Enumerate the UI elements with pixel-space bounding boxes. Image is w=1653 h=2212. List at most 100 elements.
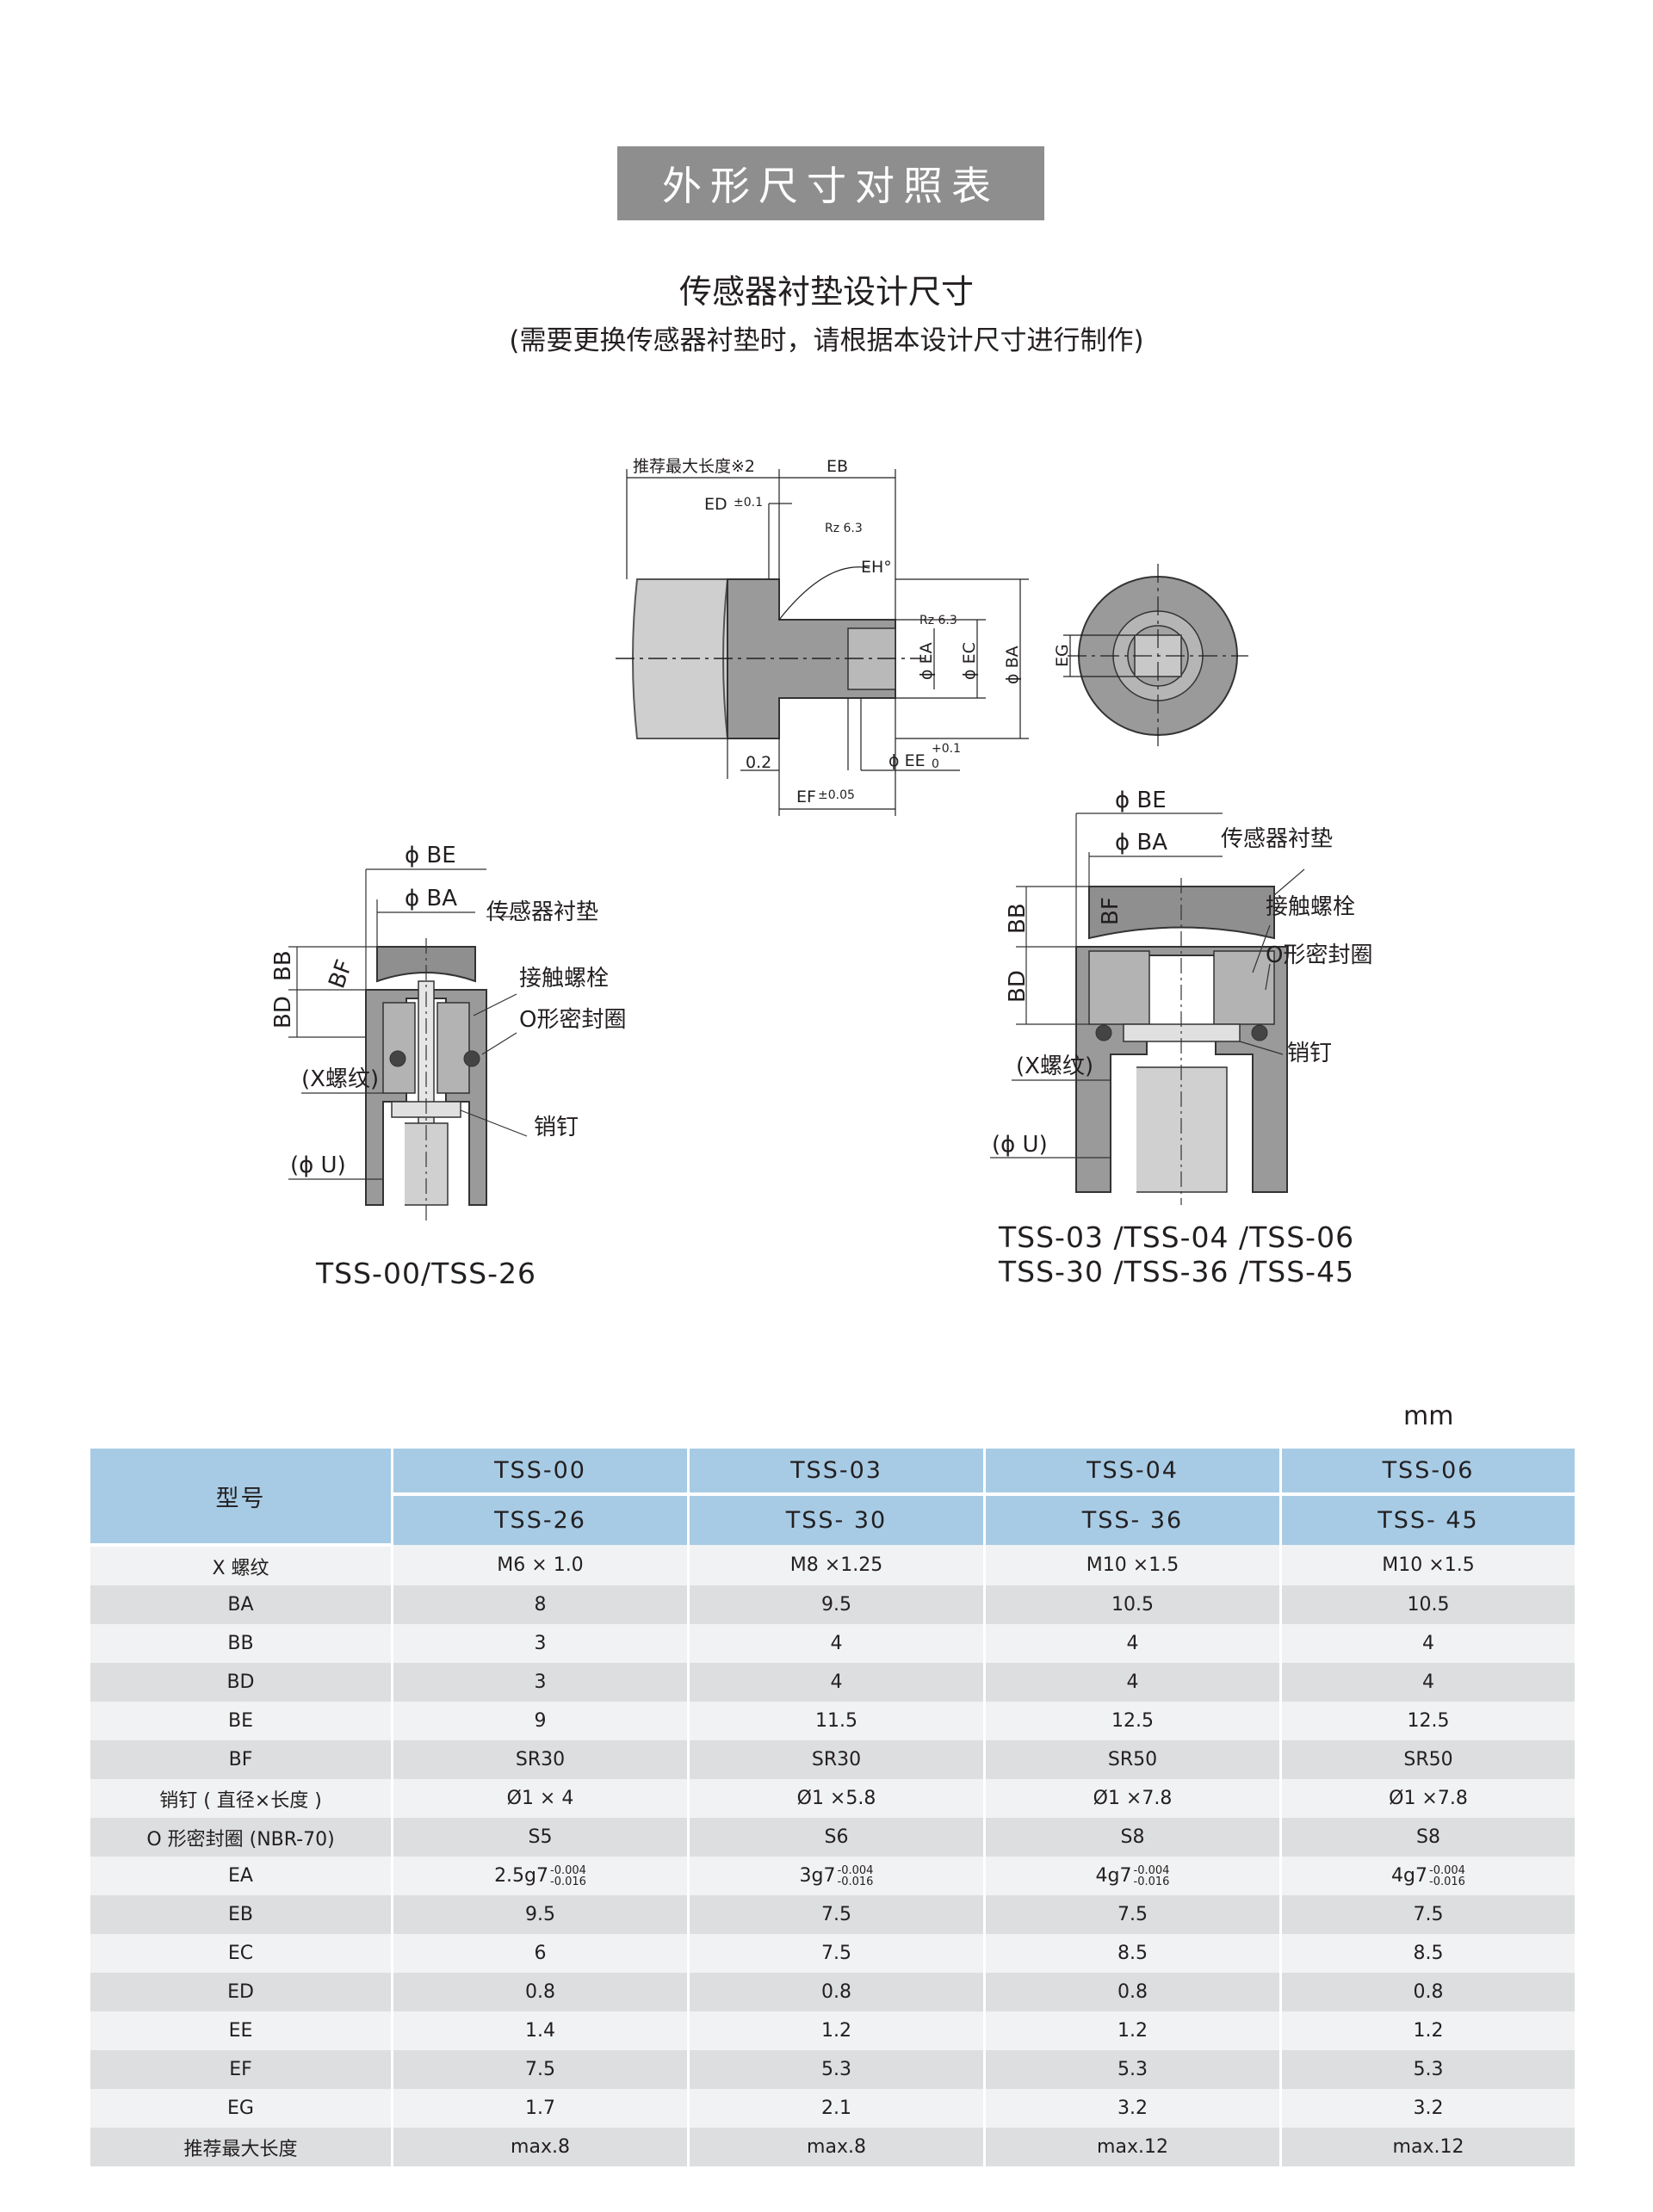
cell-value: 4 xyxy=(830,1671,843,1693)
dim-label: EG xyxy=(1053,644,1072,667)
dim-label: BF xyxy=(324,956,357,992)
dim-label: BD xyxy=(270,996,296,1029)
dim-label: ϕ EE xyxy=(888,751,926,770)
cell-value: 4g7 xyxy=(1095,1864,1132,1887)
cell-value: 4 xyxy=(1126,1671,1139,1693)
value-cell: 8 xyxy=(391,1585,690,1624)
value-cell: 0.8 xyxy=(983,1973,1282,2011)
cell-value: 7.5 xyxy=(525,2059,555,2080)
part-label: O形密封圈 xyxy=(519,1007,626,1033)
dim-label: 0.2 xyxy=(746,753,771,772)
table-header-row: TSS-26 TSS- 30 TSS- 36 TSS- 45 xyxy=(90,1494,1577,1545)
value-cell: 5.3 xyxy=(983,2050,1282,2089)
dim-label: ±0.05 xyxy=(818,788,855,802)
value-cell: 0.8 xyxy=(687,1973,986,2011)
left-model-caption: TSS-00/TSS-26 xyxy=(316,1257,537,1290)
value-cell: 3 xyxy=(391,1663,690,1702)
value-cell: 8.5 xyxy=(1279,1934,1577,1973)
section-note: (需要更换传感器衬垫时，请根据本设计尺寸进行制作) xyxy=(509,325,1144,356)
tolerance: -0.004-0.016 xyxy=(838,1865,874,1888)
value-cell: 5.3 xyxy=(1279,2050,1577,2089)
value-cell: 4 xyxy=(983,1663,1282,1702)
part-label: 传感器衬垫 xyxy=(486,899,598,925)
value-cell: 4 xyxy=(687,1663,986,1702)
row-label: EG xyxy=(88,2089,393,2128)
tolerance-lower: -0.016 xyxy=(837,1875,874,1888)
part-label: 传感器衬垫 xyxy=(1221,826,1333,852)
cell-value: SR30 xyxy=(811,1749,862,1770)
right-model-caption-line2: TSS-30 /TSS-36 /TSS-45 xyxy=(999,1255,1355,1288)
row-label: BF xyxy=(88,1740,393,1779)
cell-value: 7.5 xyxy=(1117,1904,1148,1925)
cell-value: 3.2 xyxy=(1413,2098,1444,2119)
part-label: 接触螺栓 xyxy=(519,966,609,992)
value-cell: max.8 xyxy=(391,2128,690,2166)
row-label: ED xyxy=(88,1973,393,2011)
dim-label: ϕ EA xyxy=(917,642,936,680)
value-cell: 9 xyxy=(391,1702,690,1740)
cell-value: max.8 xyxy=(511,2136,570,2158)
right-assembly-drawing xyxy=(990,813,1305,1205)
cell-value: M10 ×1.5 xyxy=(1382,1554,1475,1576)
cell-value: Ø1 × 4 xyxy=(506,1788,574,1809)
model-cell: TSS-06 xyxy=(1279,1449,1577,1496)
cell-value: 4 xyxy=(1422,1671,1434,1693)
right-assembly-labels: ϕ BE ϕ BA BB BD BF 传感器衬垫 接触螺栓 O形密封圈 (X螺纹… xyxy=(992,788,1372,1158)
cell-value: 7.5 xyxy=(821,1943,851,1964)
cell-value: 9 xyxy=(534,1710,547,1732)
value-cell: 2.5g7-0.004-0.016 xyxy=(391,1857,690,1895)
row-label: O 形密封圈 (NBR-70) xyxy=(88,1818,393,1857)
tolerance-lower: -0.016 xyxy=(1133,1875,1170,1888)
dim-label: ϕ EC xyxy=(960,642,979,680)
part-label: 销钉 xyxy=(1287,1041,1332,1066)
value-cell: 4 xyxy=(687,1624,986,1663)
value-cell: 3 xyxy=(391,1624,690,1663)
pad-design-drawing xyxy=(616,469,1248,816)
model-cell: TSS- 30 xyxy=(687,1494,986,1545)
value-cell: M10 ×1.5 xyxy=(1279,1545,1577,1585)
dim-label: EB xyxy=(826,457,848,476)
cell-value: 12.5 xyxy=(1407,1710,1450,1732)
row-label: X 螺纹 xyxy=(88,1545,393,1585)
value-cell: 6 xyxy=(391,1934,690,1973)
dim-label: Rz 6.3 xyxy=(919,614,957,627)
row-label: BE xyxy=(88,1702,393,1740)
table-header-row: 型号 TSS-00 TSS-03 TSS-04 TSS-06 xyxy=(88,1449,1577,1547)
dim-label: ϕ BE xyxy=(405,843,456,868)
row-label: EB xyxy=(88,1895,393,1934)
value-cell: SR50 xyxy=(1279,1740,1577,1779)
value-cell: SR30 xyxy=(687,1740,986,1779)
cell-value: SR50 xyxy=(1107,1749,1158,1770)
dim-label: EH° xyxy=(861,558,892,577)
tolerance-lower: -0.016 xyxy=(550,1875,586,1888)
part-label: 接触螺栓 xyxy=(1266,894,1355,920)
value-cell: Ø1 ×7.8 xyxy=(983,1779,1282,1818)
cell-value: 9.5 xyxy=(821,1594,851,1616)
cell-value: M10 ×1.5 xyxy=(1086,1554,1179,1576)
value-cell: 9.5 xyxy=(391,1895,690,1934)
value-cell: max.8 xyxy=(687,2128,986,2166)
cell-value: S6 xyxy=(824,1826,849,1848)
dim-label: EF xyxy=(796,788,816,806)
row-label: EC xyxy=(88,1934,393,1973)
cell-value: 9.5 xyxy=(525,1904,555,1925)
value-cell: 7.5 xyxy=(1279,1895,1577,1934)
row-label: EF xyxy=(88,2050,393,2089)
value-cell: M8 ×1.25 xyxy=(687,1545,986,1585)
tolerance: -0.004-0.016 xyxy=(550,1865,586,1888)
dim-label: Rz 6.3 xyxy=(825,522,863,535)
dim-label: BB xyxy=(1005,903,1031,934)
tolerance-upper: -0.004 xyxy=(550,1863,586,1877)
row-label: EA xyxy=(88,1857,393,1895)
cell-value: 1.7 xyxy=(525,2098,555,2119)
